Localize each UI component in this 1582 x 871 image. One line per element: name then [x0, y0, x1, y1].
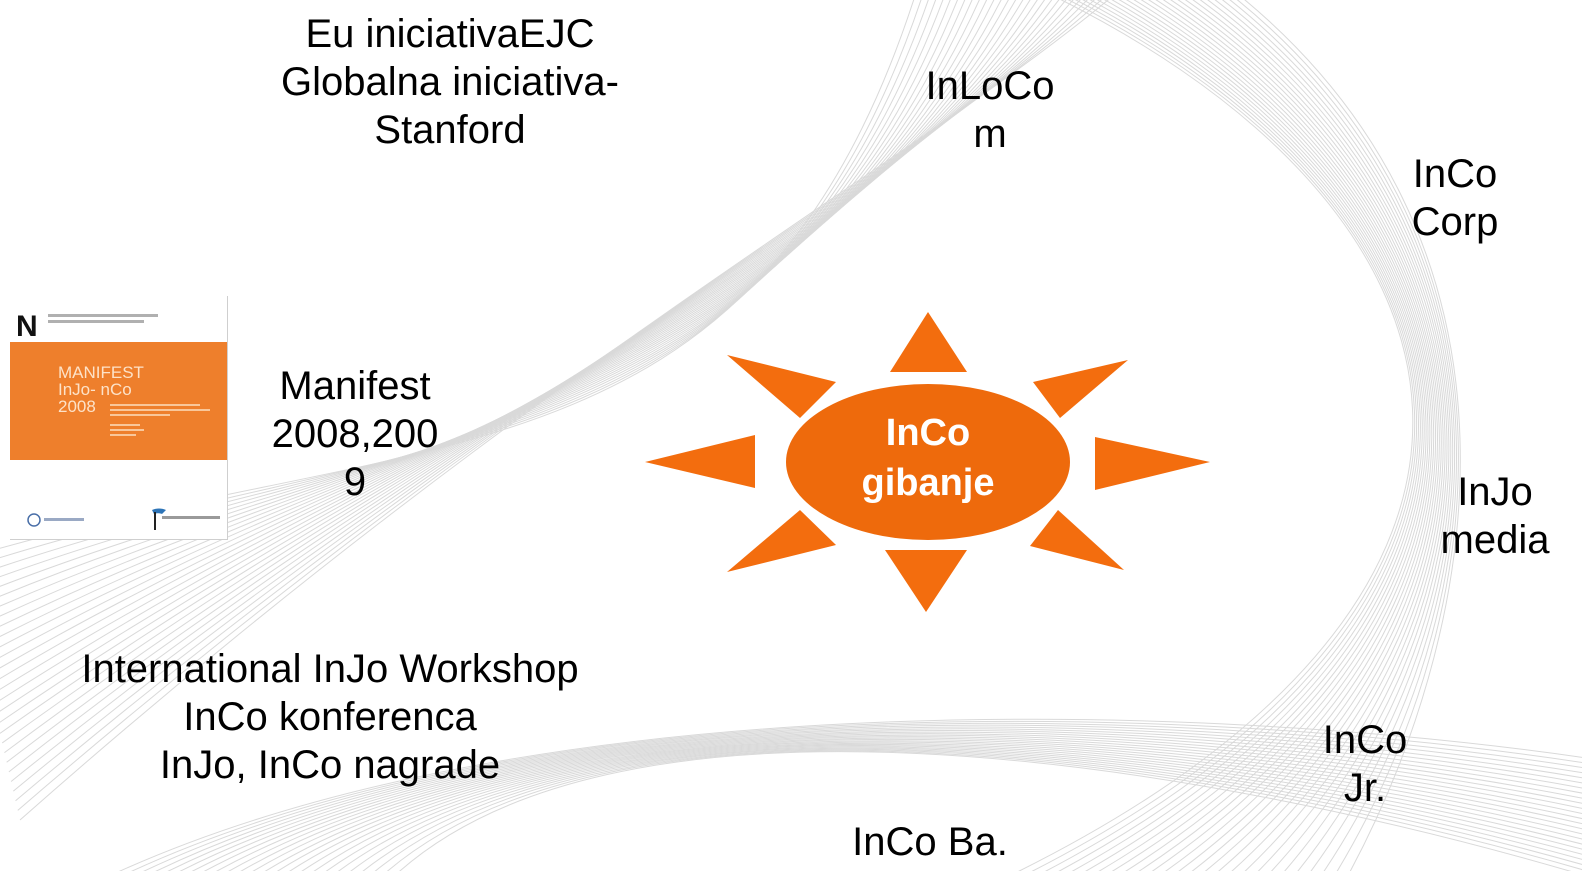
label-inlocom-line1: InLoCo: [925, 64, 1055, 108]
manifest-cover-image: N MANIFEST InJo- nCo 2008: [10, 296, 228, 540]
label-inco-corp-line1: InCo: [1412, 152, 1498, 196]
label-manifest-line3: 9: [343, 460, 367, 504]
cover-title: MANIFEST InJo- nCo 2008: [58, 364, 144, 415]
sun-center-ellipse: [786, 384, 1070, 540]
sun-ray-bottom: [885, 550, 967, 612]
sun-ray-top-left: [727, 355, 836, 418]
label-inco-corp: InCo Corp: [1380, 150, 1530, 246]
sun-ray-bottom-left: [727, 510, 836, 572]
sun-ray-left: [645, 435, 755, 488]
label-manifest-line2: 2008,200: [271, 412, 439, 456]
label-eu-initiative: Eu iniciativaEJC Globalna iniciativa- St…: [220, 10, 680, 154]
cover-title-line1: MANIFEST: [58, 363, 144, 382]
cover-logo-caption: [48, 314, 178, 326]
label-injo-media: InJo media: [1420, 468, 1570, 564]
cover-orange-panel: [10, 342, 227, 460]
label-inco-corp-line2: Corp: [1411, 200, 1499, 244]
label-inlocom: InLoCo m: [890, 62, 1090, 158]
label-eu-initiative-line2: Globalna iniciativa-: [281, 60, 619, 104]
sun-ray-top: [890, 312, 967, 372]
cover-title-line2: InJo- nCo: [58, 380, 132, 399]
label-manifest: Manifest 2008,200 9: [240, 362, 470, 506]
label-inco-jr: InCo Jr.: [1290, 716, 1440, 812]
label-manifest-line1: Manifest: [279, 364, 431, 408]
cover-logo: N: [16, 310, 38, 343]
cover-title-line3: 2008: [58, 397, 96, 416]
cover-footer-logos: [27, 508, 220, 530]
label-inlocom-line2: m: [973, 112, 1007, 156]
sun-ray-right: [1095, 437, 1210, 490]
sun-ray-top-right: [1033, 360, 1128, 418]
label-inco-jr-line2: Jr.: [1343, 766, 1387, 810]
label-workshop-line3: InJo, InCo nagrade: [159, 743, 501, 787]
sun-center-label: InCo gibanje: [786, 408, 1070, 508]
label-eu-initiative-line3: Stanford: [374, 108, 526, 152]
sun-center-label-line1: InCo: [885, 412, 971, 454]
sun-center-label-line2: gibanje: [861, 462, 995, 504]
label-inco-ba: InCo Ba.: [790, 818, 1070, 866]
cover-subtitle-lines: [110, 404, 210, 439]
label-injo-media-line2: media: [1440, 518, 1550, 562]
label-inco-ba-line1: InCo Ba.: [852, 820, 1008, 864]
label-workshop: International InJo Workshop InCo konfere…: [20, 645, 640, 789]
sun-graphic: [645, 312, 1210, 612]
label-workshop-line2: InCo konferenca: [183, 695, 477, 739]
sun-ray-bottom-right: [1030, 510, 1124, 570]
label-inco-jr-line1: InCo: [1322, 718, 1408, 762]
label-workshop-line1: International InJo Workshop: [81, 647, 579, 691]
label-eu-initiative-line1: Eu iniciativaEJC: [305, 12, 595, 56]
label-injo-media-line1: InJo: [1457, 470, 1533, 514]
